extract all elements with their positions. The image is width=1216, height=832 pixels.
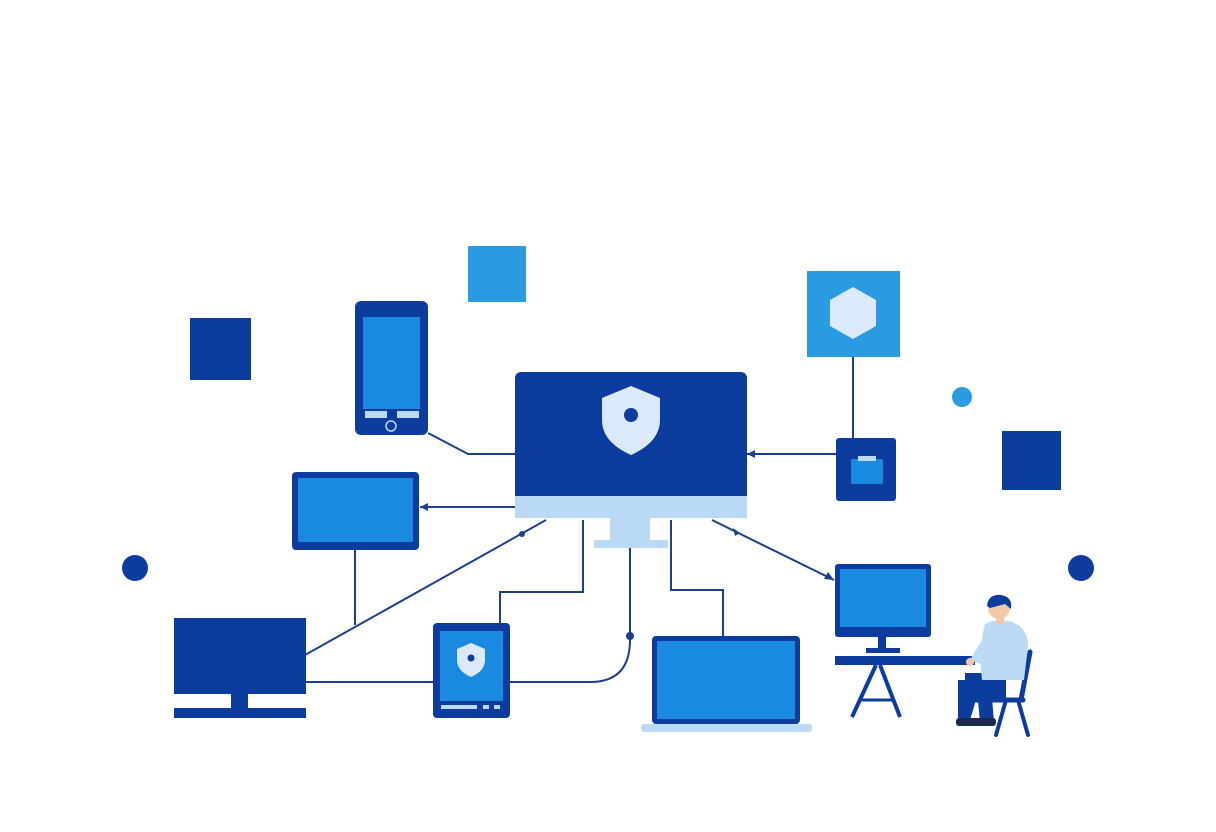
laptop bbox=[641, 636, 812, 732]
connector-hub-tablet bbox=[499, 520, 584, 625]
workstation-monitor-base bbox=[866, 648, 900, 653]
chair-back bbox=[1018, 649, 1033, 703]
smartphone-home-button bbox=[385, 420, 397, 432]
connectors bbox=[304, 357, 854, 683]
person-arm bbox=[970, 630, 996, 664]
wall-monitor bbox=[292, 472, 419, 550]
hexagon-tile bbox=[807, 271, 900, 357]
chair-leg bbox=[1016, 698, 1030, 737]
smartphone bbox=[355, 301, 428, 435]
desktop-monitor bbox=[174, 618, 306, 718]
person-leg-2 bbox=[958, 680, 996, 720]
person-shoe bbox=[956, 718, 978, 726]
person-neck bbox=[996, 614, 1004, 624]
connector-hub-laptop-curve bbox=[510, 548, 631, 683]
tablet-dot bbox=[494, 705, 500, 709]
laptop-screen bbox=[657, 641, 795, 719]
desktop-monitor-stand bbox=[231, 693, 248, 709]
central-monitor-base bbox=[594, 540, 668, 548]
desk bbox=[835, 656, 975, 718]
central-monitor bbox=[515, 372, 747, 548]
arrowhead-icon bbox=[824, 572, 834, 580]
wall-monitor-screen bbox=[298, 478, 413, 542]
person-at-desk bbox=[956, 594, 1028, 726]
dot-right bbox=[1068, 555, 1094, 581]
smartphone-screen bbox=[363, 317, 420, 409]
small-storage-device bbox=[836, 438, 896, 501]
marker-dot bbox=[519, 531, 525, 537]
connector-hub-desktop bbox=[304, 519, 547, 656]
desk-leg bbox=[850, 664, 878, 718]
smartphone-button bbox=[397, 411, 419, 418]
desktop-monitor-screen bbox=[174, 618, 306, 694]
laptop-base bbox=[641, 724, 812, 732]
shield-icon bbox=[457, 643, 485, 677]
desktop-monitor-base bbox=[174, 708, 306, 718]
chair-leg bbox=[994, 698, 1008, 737]
tablet bbox=[433, 623, 510, 718]
square-navy-left bbox=[190, 318, 251, 380]
dot-left bbox=[122, 555, 148, 581]
person-torso bbox=[980, 620, 1028, 680]
arrowhead-icon bbox=[420, 503, 428, 511]
central-monitor-stand bbox=[610, 518, 650, 542]
person-shoe bbox=[974, 718, 996, 726]
workstation-monitor bbox=[835, 564, 931, 653]
workstation bbox=[835, 564, 1033, 737]
connector-markers bbox=[420, 450, 834, 640]
person-hand bbox=[966, 658, 974, 666]
marker-dot bbox=[626, 632, 634, 640]
decorations bbox=[122, 246, 1094, 581]
shield-icon bbox=[602, 386, 660, 455]
central-monitor-bezel bbox=[515, 496, 747, 518]
workstation-monitor-screen bbox=[840, 569, 926, 627]
desk-leg bbox=[878, 664, 902, 718]
smartphone-button bbox=[365, 411, 387, 418]
desk-top bbox=[835, 656, 975, 665]
square-navy-right bbox=[1002, 431, 1061, 490]
connector-smartphone-hub bbox=[427, 432, 516, 455]
connector-hub-workstation bbox=[711, 519, 835, 581]
tablet-dot bbox=[483, 705, 489, 709]
connector-hub-laptop bbox=[670, 520, 724, 638]
arrowhead-icon bbox=[733, 528, 740, 536]
workstation-monitor-stand bbox=[878, 636, 886, 650]
person-hair bbox=[987, 594, 1012, 609]
folder-icon bbox=[851, 456, 883, 484]
hexagon-icon bbox=[830, 287, 876, 339]
dot-small-sky bbox=[952, 387, 972, 407]
tablet-bar bbox=[441, 705, 477, 709]
square-sky-top bbox=[468, 246, 526, 302]
arrowhead-icon bbox=[747, 450, 755, 458]
